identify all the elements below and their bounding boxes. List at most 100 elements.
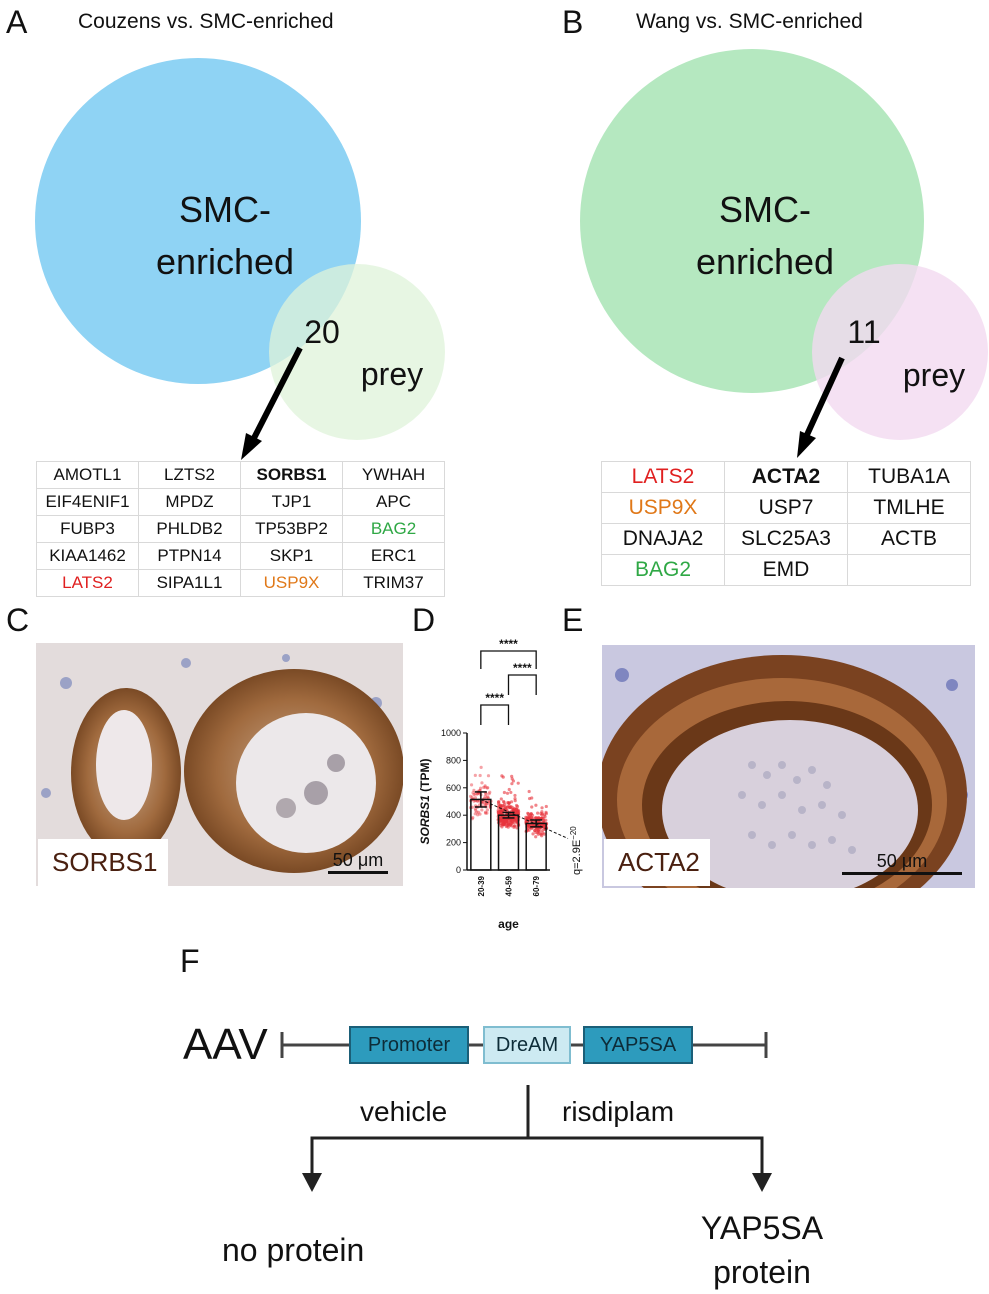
gene-table-b-cell: USP9X	[601, 492, 725, 524]
data-point	[513, 817, 517, 822]
data-point	[516, 781, 520, 785]
risdiplam-label: risdiplam	[562, 1096, 675, 1127]
data-point	[478, 786, 483, 790]
venn-a-arrow	[249, 346, 303, 444]
data-point	[531, 832, 535, 836]
data-point	[506, 822, 511, 826]
gene-table-b-cell: TUBA1A	[847, 461, 971, 493]
data-point	[471, 791, 475, 795]
data-point	[501, 799, 506, 804]
data-point	[479, 765, 483, 769]
gene-table-a-cell: ERC1	[342, 542, 445, 570]
data-point	[480, 781, 484, 785]
venn-b-smc-label-2: enriched	[696, 241, 834, 282]
venn-b-overlap-count: 11	[847, 314, 880, 350]
branch-right-line	[528, 1136, 764, 1175]
yap5sa-protein-label: YAP5SA protein	[672, 1206, 852, 1294]
data-point	[503, 803, 507, 807]
scale-bar-c	[328, 871, 388, 874]
data-point	[499, 797, 503, 801]
gene-table-b-cell: USP7	[724, 492, 848, 524]
significance-label: ****	[499, 637, 518, 651]
branch-left-line	[310, 1136, 528, 1175]
data-point	[486, 786, 490, 790]
branch-left-arrowhead	[302, 1173, 322, 1192]
data-point	[542, 832, 546, 836]
data-point	[473, 812, 477, 816]
y-tick-label: 0	[456, 865, 461, 875]
stain-label-acta2: ACTA2	[604, 839, 710, 886]
data-point	[540, 806, 544, 810]
data-point	[530, 805, 534, 809]
trend-annotation: q=2.9E−20	[569, 826, 583, 875]
panel-f-label: F	[180, 943, 200, 979]
gene-table-a-cell: TRIM37	[342, 569, 445, 597]
data-point	[487, 792, 491, 796]
data-point	[513, 824, 517, 828]
data-point	[526, 811, 530, 815]
venn-a-smc-label-1: SMC-	[179, 189, 271, 230]
significance-bracket	[480, 650, 537, 669]
x-axis-label: age	[498, 917, 519, 931]
data-point	[527, 816, 531, 820]
venn-b-arrow	[803, 356, 845, 439]
gene-table-b-cell: DNAJA2	[601, 523, 725, 555]
gene-table-a-cell: YWHAH	[342, 461, 445, 489]
data-point	[485, 786, 489, 790]
data-point	[473, 792, 477, 796]
data-point	[529, 815, 534, 819]
data-point	[527, 828, 531, 832]
scale-text-c: 50 μm	[332, 850, 384, 870]
data-point	[472, 799, 476, 803]
data-point	[483, 811, 488, 815]
data-point	[542, 819, 546, 823]
data-point	[469, 794, 473, 798]
data-point	[544, 804, 548, 809]
data-point	[470, 795, 474, 800]
gene-table-b-cell: TMLHE	[847, 492, 971, 524]
data-point	[482, 800, 486, 805]
data-point	[541, 816, 546, 820]
data-point	[483, 785, 487, 789]
vehicle-label: vehicle	[360, 1096, 448, 1127]
yap5sa-box: YAP5SA	[583, 1026, 693, 1064]
panel-b-label: B	[562, 4, 584, 40]
no-protein-label: no protein	[222, 1232, 365, 1268]
venn-b-prey-circle	[812, 264, 988, 440]
x-tick-label: 60-79	[532, 875, 541, 896]
gene-table-a-cell: AMOTL1	[36, 461, 139, 489]
data-point	[474, 808, 478, 813]
data-point	[473, 807, 478, 811]
data-point	[513, 793, 517, 798]
stain-label-sorbs1: SORBS1	[38, 839, 168, 886]
data-point	[484, 792, 488, 796]
data-point	[534, 830, 538, 835]
data-point	[511, 779, 515, 783]
panel-a-label: A	[6, 4, 28, 40]
data-point	[500, 825, 504, 829]
gene-table-a-cell: LZTS2	[138, 461, 241, 489]
data-point	[478, 788, 482, 792]
gene-table-b-cell	[847, 554, 971, 586]
yap5sa-protein-line-2: protein	[713, 1254, 811, 1290]
gene-table-a-cell: FUBP3	[36, 515, 139, 543]
gene-table-a-cell: TP53BP2	[240, 515, 343, 543]
data-point	[509, 790, 513, 795]
data-point	[475, 810, 479, 814]
data-point	[500, 821, 505, 826]
venn-a-overlap-count: 20	[304, 314, 340, 350]
gene-table-a-cell: KIAA1462	[36, 542, 139, 570]
data-point	[472, 792, 476, 797]
data-point	[536, 816, 540, 820]
data-point	[476, 791, 480, 796]
data-point	[483, 784, 487, 788]
venn-b-arrowhead	[797, 431, 816, 458]
data-point	[497, 800, 501, 804]
data-point	[505, 791, 510, 795]
scale-text-e: 50 μm	[876, 851, 928, 871]
venn-diagram-b: SMC- enriched 11 prey	[580, 49, 988, 458]
